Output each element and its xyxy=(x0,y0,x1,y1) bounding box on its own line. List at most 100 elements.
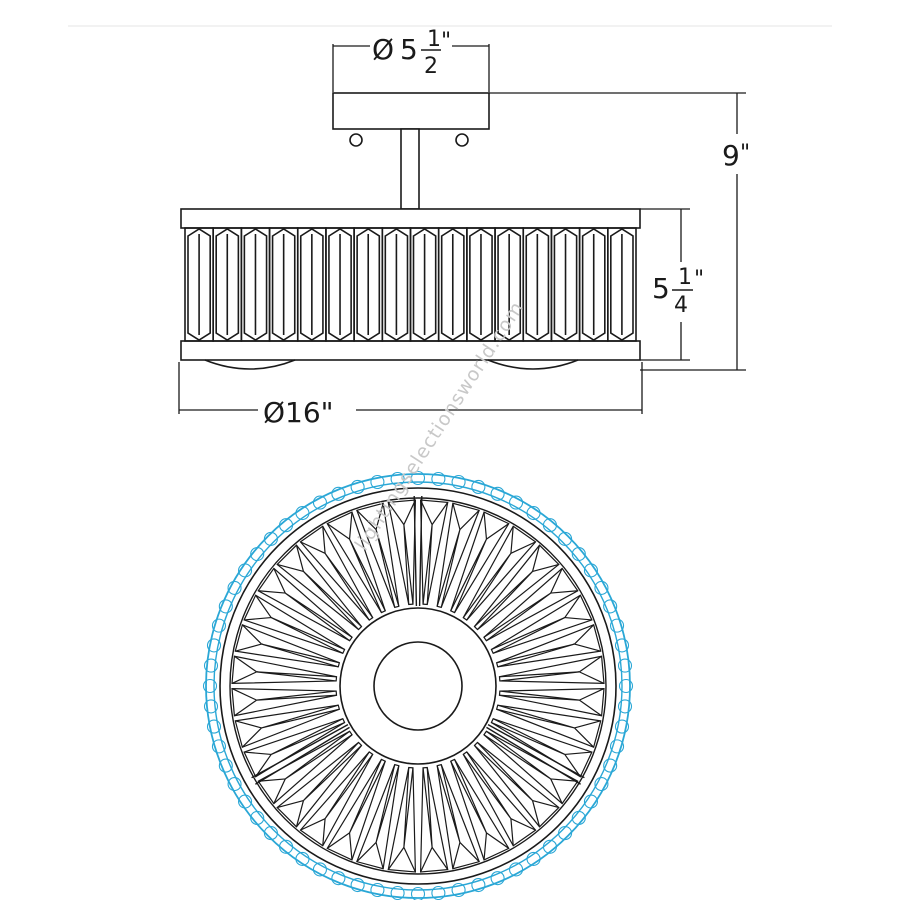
divider-spoke xyxy=(255,726,350,785)
crystal-bead xyxy=(203,699,219,714)
dim-overall-height: 9 " xyxy=(722,139,750,172)
drum-diameter-label: Ø16" xyxy=(263,396,334,429)
radial-prism xyxy=(299,751,374,847)
radial-prism xyxy=(498,687,605,717)
drum-height-inch: " xyxy=(694,267,704,292)
crystal-bead xyxy=(490,871,505,886)
canopy-dia-denominator: 2 xyxy=(424,54,438,79)
crystal-ring xyxy=(202,470,634,900)
radial-prism xyxy=(490,594,593,655)
crystal-bead xyxy=(490,486,505,501)
canopy-dia-inch: " xyxy=(441,29,451,54)
radial-prism xyxy=(326,758,387,861)
crystal-bead xyxy=(471,877,486,893)
crystal-bead xyxy=(218,758,233,773)
crystal-bead xyxy=(609,739,625,754)
crystal-bead xyxy=(331,871,346,886)
radial-prism xyxy=(495,704,602,748)
outer-ring xyxy=(219,487,617,885)
radial-prism xyxy=(231,687,338,717)
crystal-prism xyxy=(466,227,496,342)
radial-prism xyxy=(462,751,537,847)
crystal-bead xyxy=(471,479,486,495)
center-socket xyxy=(373,641,463,731)
crystal-bead xyxy=(370,474,385,490)
crystal-bead xyxy=(203,658,219,673)
crystal-prism xyxy=(212,227,243,342)
radial-prism xyxy=(234,624,341,668)
crystal-bead xyxy=(451,882,466,898)
crystal-bead xyxy=(618,678,634,694)
radial-prism xyxy=(299,525,374,621)
radial-prism xyxy=(326,511,387,614)
overall-height-whole: 9 xyxy=(722,139,740,172)
radial-prism xyxy=(436,502,480,609)
side-elevation xyxy=(180,92,641,370)
crystal-bead xyxy=(390,885,405,900)
crystal-bead xyxy=(609,618,625,633)
divider-spoke xyxy=(413,496,418,607)
radial-prism xyxy=(356,763,400,870)
radial-prism xyxy=(449,758,510,861)
crystal-bead xyxy=(206,719,222,734)
canopy-dia-symbol: Ø xyxy=(372,33,394,66)
radial-prism xyxy=(231,655,338,685)
crystal-prism xyxy=(381,227,412,342)
overall-height-inch: " xyxy=(740,141,750,166)
divider-spoke xyxy=(487,723,585,779)
section-dividers xyxy=(251,496,585,785)
stem xyxy=(400,128,420,210)
crystal-prism xyxy=(607,227,637,342)
divider-spoke xyxy=(251,723,349,779)
crystal-prism xyxy=(184,227,214,342)
radial-prism xyxy=(419,499,449,606)
crystal-bead xyxy=(617,658,633,673)
radial-prism xyxy=(257,730,353,805)
radial-prism xyxy=(436,763,480,870)
canopy-screw-left xyxy=(349,133,363,147)
divider-spoke xyxy=(486,726,581,785)
radial-prism xyxy=(449,511,510,614)
crystal-bead xyxy=(211,618,227,633)
crystal-prism xyxy=(325,227,355,342)
crystal-bead xyxy=(614,719,630,734)
crystal-bead xyxy=(603,758,618,773)
outer-ring-accent-inner xyxy=(213,481,623,891)
crystal-bead xyxy=(350,479,365,495)
dim-canopy-diameter: Ø 5 1 2 " xyxy=(372,27,451,79)
crystal-bead xyxy=(331,486,346,501)
crystal-prism xyxy=(522,227,553,342)
radial-prism xyxy=(462,525,537,621)
watermark: lightingselectionsworld.com xyxy=(351,297,529,554)
radial-prism xyxy=(356,502,400,609)
drum-height-whole: 5 xyxy=(652,272,670,305)
crystal-bead xyxy=(410,470,426,486)
crystal-bead xyxy=(202,678,218,694)
crystal-prism xyxy=(353,227,384,342)
crystal-bead xyxy=(431,471,446,487)
radial-prism xyxy=(495,624,602,668)
drum-top-band xyxy=(180,208,641,229)
radial-prism xyxy=(473,544,560,631)
radial-prism xyxy=(498,655,605,685)
crystal-bead xyxy=(350,877,365,893)
radial-prism xyxy=(276,544,363,631)
crystal-bead xyxy=(431,885,446,900)
radial-prism xyxy=(257,567,353,642)
bulb-cap-right xyxy=(487,359,579,370)
crystal-bead xyxy=(370,882,385,898)
canopy-dia-numerator: 1 xyxy=(427,27,441,52)
crystal-prism xyxy=(268,227,299,342)
crystal-bead xyxy=(211,739,227,754)
crystal-prism xyxy=(409,227,440,342)
radial-prism xyxy=(483,567,579,642)
crystal-bead xyxy=(451,474,466,490)
divider-spoke xyxy=(418,496,423,607)
radial-prism xyxy=(387,766,417,873)
drum-bottom-band xyxy=(180,340,641,361)
dim-drum-height: 5 1 4 " xyxy=(652,265,704,318)
bulb-cap-left xyxy=(204,359,296,370)
outer-ring-accent xyxy=(205,473,631,899)
inner-rim xyxy=(229,497,607,875)
bottom-view xyxy=(202,470,634,900)
